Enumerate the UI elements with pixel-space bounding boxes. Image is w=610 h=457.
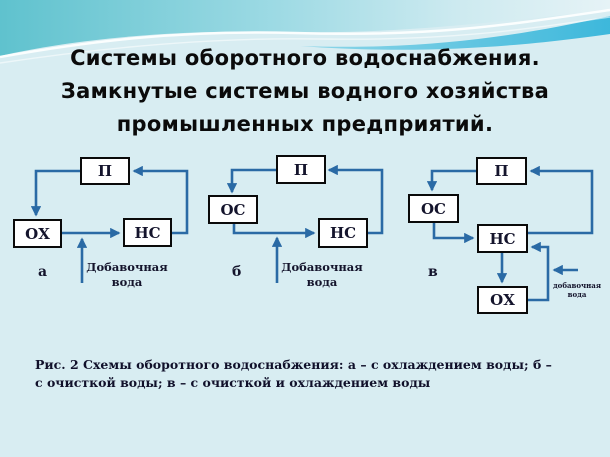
flow-a-p-to-oh <box>30 169 80 217</box>
flow-b-os-to-ns <box>232 224 316 239</box>
flow-v-p-to-os <box>426 169 476 192</box>
makeup-water-label-b: Добавочная вода <box>275 260 369 290</box>
makeup-line: вода <box>567 290 587 299</box>
box-ns-diagram-a: НС <box>123 218 172 247</box>
wave-line <box>0 8 610 59</box>
makeup-line: добавочная <box>552 281 602 290</box>
makeup-line: Добавочная <box>281 260 363 274</box>
box-label: П <box>293 160 309 179</box>
box-p-diagram-a: П <box>80 157 130 185</box>
box-os-diagram-b: ОС <box>208 195 258 224</box>
box-label: НС <box>489 229 516 248</box>
wave-swoosh <box>300 16 610 50</box>
title-line-2: Замкнутые системы водного хозяйства <box>60 79 550 103</box>
box-os-diagram-v: ОС <box>408 194 459 223</box>
box-label: ОХ <box>490 291 515 309</box>
box-p-diagram-v: П <box>476 157 527 185</box>
caption-line-2: с очисткой воды; в – с очисткой и охлажд… <box>35 374 431 390</box>
box-label: ОХ <box>25 224 50 243</box>
slide-title: Системы оборотного водоснабжения. Замкну… <box>0 42 610 141</box>
box-p-diagram-b: П <box>276 155 326 184</box>
box-ns-diagram-b: НС <box>318 218 368 248</box>
figure-caption: Рис. 2 Схемы оборотного водоснабжения: а… <box>35 356 552 391</box>
makeup-water-label-v: добавочная вода <box>547 281 607 299</box>
box-label: ОС <box>420 199 446 218</box>
title-line-1: Системы оборотного водоснабжения. <box>70 46 540 70</box>
box-label: НС <box>134 223 161 242</box>
diagram-label-v: в <box>428 264 438 280</box>
diagram-label-b: б <box>232 264 242 280</box>
wave-line-2 <box>0 16 610 64</box>
flow-b-p-to-os <box>226 168 276 194</box>
caption-line-1: Рис. 2 Схемы оборотного водоснабжения: а… <box>35 357 552 372</box>
box-label: П <box>494 162 509 180</box>
box-label: П <box>97 162 113 180</box>
box-label: ОС <box>220 200 246 219</box>
box-ns-diagram-v: НС <box>477 224 528 253</box>
flow-v-ns-to-p <box>528 165 594 235</box>
wave-band <box>0 0 610 56</box>
header-wave-decoration <box>0 0 610 64</box>
makeup-line: вода <box>111 275 143 289</box>
diagram-label-a: а <box>38 264 48 280</box>
makeup-water-label-a: Добавочная вода <box>80 260 174 290</box>
flow-v-os-to-ns <box>432 223 475 244</box>
makeup-line: вода <box>306 275 338 289</box>
box-oh-diagram-a: ОХ <box>13 219 62 248</box>
makeup-line: Добавочная <box>86 260 168 274</box>
box-oh-diagram-v: ОХ <box>477 286 528 314</box>
box-label: НС <box>329 224 357 242</box>
flow-v-oh-to-ns <box>528 241 550 302</box>
title-line-3: промышленных предприятий. <box>116 112 494 136</box>
